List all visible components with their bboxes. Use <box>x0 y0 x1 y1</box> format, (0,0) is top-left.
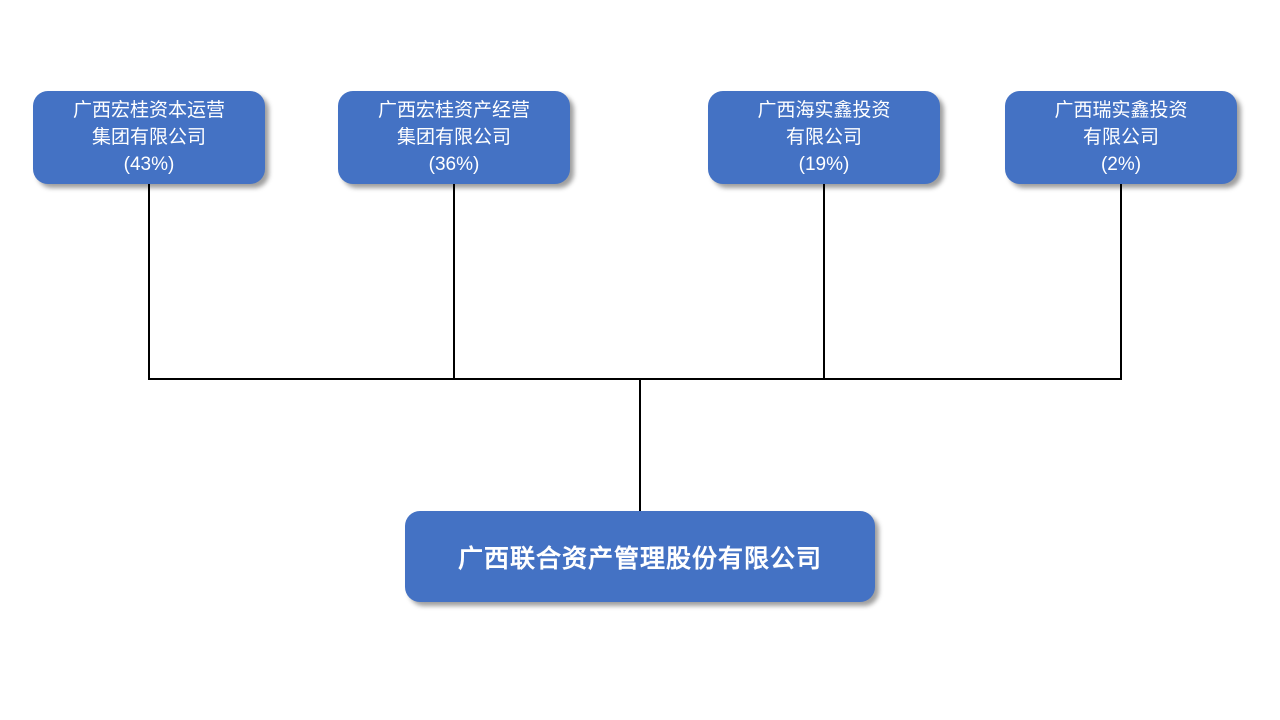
shareholder-node-2: 广西宏桂资产经营 集团有限公司 (36%) <box>338 91 570 184</box>
shareholder-4-percent: (2%) <box>1100 154 1142 175</box>
shareholder-node-3: 广西海实鑫投资 有限公司 (19%) <box>708 91 940 184</box>
shareholder-3-percent: (19%) <box>798 154 850 175</box>
shareholder-1-percent: (43%) <box>123 154 175 175</box>
shareholder-4-name-line-1: 广西瑞实鑫投资 <box>1054 100 1188 121</box>
connector-stem-shareholder-3 <box>823 184 825 379</box>
company-node: 广西联合资产管理股份有限公司 <box>405 511 875 602</box>
shareholder-1-name-line-1: 广西宏桂资本运营 <box>72 100 225 121</box>
connector-stem-shareholder-4 <box>1120 184 1122 379</box>
shareholder-node-1: 广西宏桂资本运营 集团有限公司 (43%) <box>33 91 265 184</box>
connector-stem-shareholder-1 <box>148 184 150 379</box>
connector-stem-shareholder-2 <box>453 184 455 379</box>
shareholder-1-name-line-2: 集团有限公司 <box>91 127 206 148</box>
connector-stem-company <box>639 379 641 511</box>
shareholder-2-name-line-1: 广西宏桂资产经营 <box>377 100 530 121</box>
shareholder-3-name-line-2: 有限公司 <box>785 127 862 148</box>
shareholder-2-percent: (36%) <box>428 154 480 175</box>
shareholder-4-name-line-2: 有限公司 <box>1082 127 1159 148</box>
shareholder-node-4: 广西瑞实鑫投资 有限公司 (2%) <box>1005 91 1237 184</box>
shareholder-3-name-line-1: 广西海实鑫投资 <box>757 100 891 121</box>
connector-horizontal-bus <box>148 378 1122 380</box>
shareholder-2-name-line-2: 集团有限公司 <box>396 127 511 148</box>
company-name: 广西联合资产管理股份有限公司 <box>457 543 822 573</box>
